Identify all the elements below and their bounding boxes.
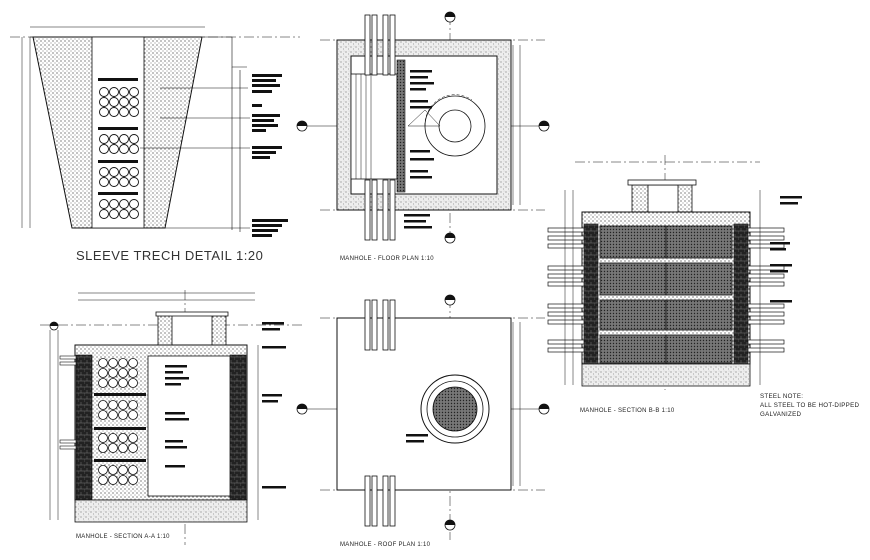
sleeve-trench-detail: SLEEVE TRECH DETAIL 1:20: [10, 26, 300, 263]
conduit-group: [547, 227, 785, 353]
section-marker-icon: [444, 232, 456, 244]
sleeve-trench-title: SLEEVE TRECH DETAIL 1:20: [76, 248, 263, 263]
conduit-group: [98, 78, 139, 219]
manhole-cover: [432, 386, 478, 432]
section-marker-icon: [296, 403, 308, 415]
section-bb-annotations: [770, 196, 802, 303]
manhole-section-aa: MANHOLE - SECTION A-A 1:10: [40, 290, 305, 545]
manhole-roof-plan: MANHOLE - ROOF PLAN 1:10: [296, 294, 550, 548]
section-marker-icon: [538, 120, 550, 132]
section-aa-annotations: [165, 322, 286, 489]
section-marker-icon: [444, 294, 456, 306]
manhole-floor-plan: MANHOLE - FLOOR PLAN 1:10: [296, 11, 550, 262]
trench-annotations: [252, 74, 288, 237]
section-aa-title: MANHOLE - SECTION A-A 1:10: [76, 534, 170, 540]
section-marker-icon: [444, 519, 456, 531]
floor-plan-title: MANHOLE - FLOOR PLAN 1:10: [340, 256, 434, 262]
conduit-group: [98, 358, 138, 485]
section-marker-icon: [538, 403, 550, 415]
floor-plan-annotations: [404, 70, 434, 229]
steel-note-line-2: GALVANIZED: [760, 411, 802, 418]
section-bb-title: MANHOLE - SECTION B-B 1:10: [580, 408, 675, 414]
section-marker-icon: [296, 120, 308, 132]
steel-note-heading: STEEL NOTE:: [760, 393, 803, 400]
trench-leaders: [140, 36, 250, 232]
section-marker-icon: [49, 321, 59, 331]
steel-note-line-1: ALL STEEL TO BE HOT-DIPPED: [760, 402, 859, 409]
roof-plan-title: MANHOLE - ROOF PLAN 1:10: [340, 542, 431, 548]
section-marker-icon: [444, 11, 456, 23]
manhole-section-bb: MANHOLE - SECTION B-B 1:10 STEEL NOTE: A…: [547, 155, 859, 418]
